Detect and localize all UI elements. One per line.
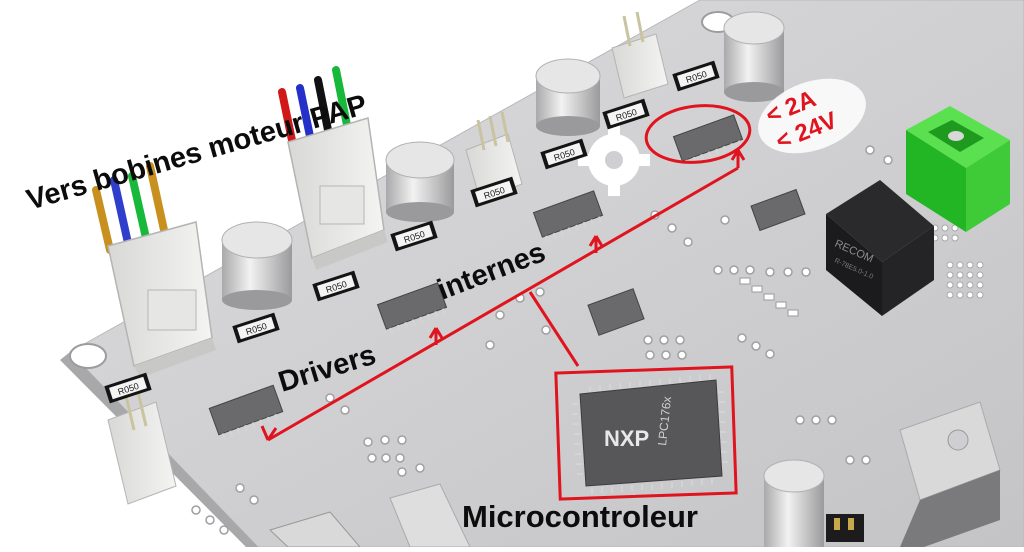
driver-ic	[532, 190, 604, 242]
small-ic	[587, 288, 645, 336]
driver-connection-line	[267, 166, 739, 442]
capacitor	[763, 459, 825, 547]
bottom-connector	[269, 483, 471, 548]
header-3pin	[611, 11, 669, 99]
capacitor	[385, 141, 455, 222]
annotation-overlay	[260, 104, 752, 501]
mounting-hole	[69, 343, 107, 369]
driver-ic	[208, 384, 284, 440]
mcu-part-number: LPC176x	[655, 396, 674, 447]
motor-connector-1	[92, 162, 216, 378]
oshw-logo	[578, 124, 650, 196]
highlight-ellipse	[644, 104, 752, 164]
capacitor	[723, 11, 785, 102]
mcu-pointer-line	[528, 291, 580, 367]
limits-background	[758, 78, 866, 154]
via-array	[931, 224, 984, 299]
jumper-header	[826, 514, 864, 542]
motor-connector-2	[278, 66, 388, 270]
arrow-left	[260, 425, 278, 441]
power-terminal	[906, 106, 1010, 232]
mcu-label: Microcontroleur	[462, 499, 698, 534]
dcdc-module: RECOM R-78E5.0-1.0	[826, 180, 934, 316]
nxp-logo: NXP	[604, 426, 649, 451]
arrow-up-2	[588, 235, 604, 253]
microcontroller-chip: NXP LPC176x	[572, 374, 728, 494]
mcu-highlight-box	[554, 365, 738, 501]
arrow-up-3	[730, 149, 746, 168]
arrow-up-1	[428, 327, 444, 345]
small-ic	[750, 188, 806, 232]
capacitor	[221, 221, 293, 310]
driver-ic	[376, 282, 448, 334]
capacitor	[535, 58, 601, 136]
header-3pin	[107, 391, 177, 505]
driver-ic	[672, 114, 744, 166]
voltage-regulator	[899, 401, 1001, 547]
smd-pads	[739, 277, 799, 317]
sense-resistors: R050 R050 R050 R050 R050 R050 R050 R050	[104, 60, 720, 404]
